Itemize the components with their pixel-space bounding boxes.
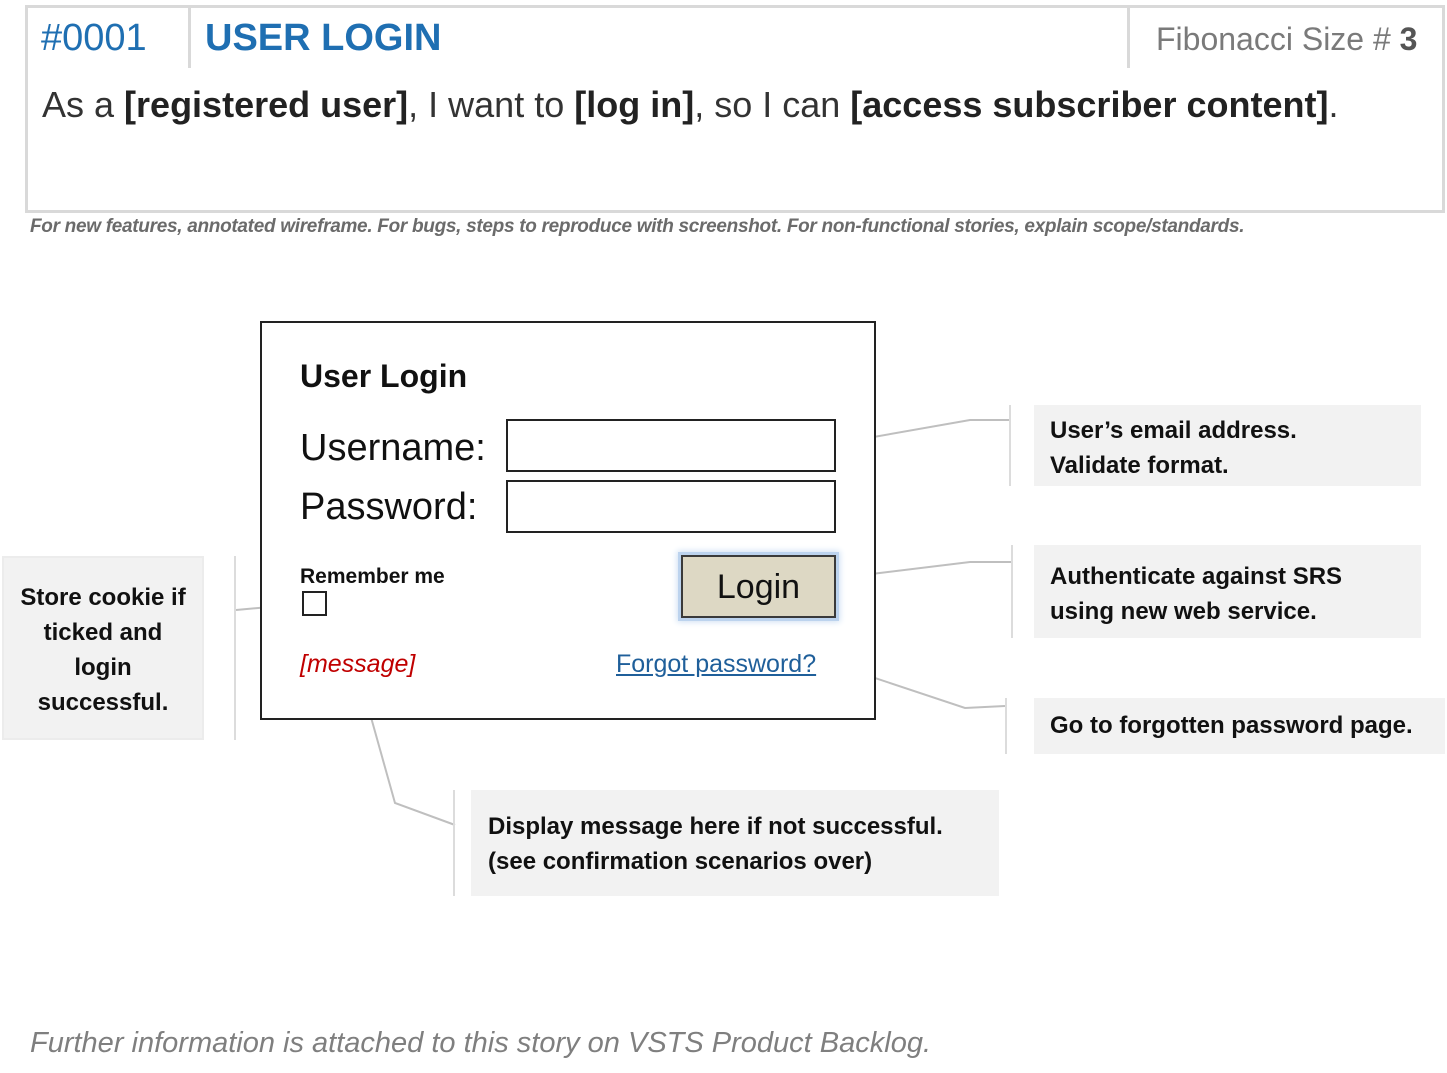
footer-note: Further information is attached to this … (30, 1027, 932, 1059)
callout-bracket (1011, 545, 1013, 638)
story-text-part: , so I can (694, 84, 851, 125)
annotation-line: Validate format. (1050, 452, 1229, 479)
annotation-line: successful. (37, 689, 169, 716)
username-input[interactable] (506, 419, 836, 472)
fibonacci-size: Fibonacci Size # 3 (1127, 5, 1445, 71)
story-id: #0001 (25, 5, 191, 71)
fibonacci-value: 3 (1399, 21, 1418, 57)
story-text-part: . (1328, 84, 1339, 125)
username-annotation: User’s email address. Validate format. (1034, 405, 1421, 486)
annotation-line: (see confirmation scenarios over) (488, 848, 873, 875)
connector-forgot (844, 667, 1006, 710)
callout-bracket (234, 556, 236, 740)
story-benefit: [access subscriber content] (850, 84, 1329, 125)
login-button[interactable]: Login (681, 555, 836, 618)
message-placeholder: [message] (300, 650, 416, 678)
callout-bracket (453, 790, 455, 896)
remember-me-label: Remember me (300, 565, 445, 588)
password-label: Password: (300, 486, 478, 528)
connector-username (844, 419, 1010, 443)
user-story-statement: As a [registered user], I want to [log i… (42, 84, 1338, 126)
story-title: USER LOGIN (205, 17, 442, 59)
annotation-line: Go to forgotten password page. (1050, 712, 1413, 739)
fibonacci-label: Fibonacci Size # (1156, 21, 1400, 57)
password-input[interactable] (506, 480, 836, 533)
story-text-part: As a (42, 84, 125, 125)
annotation-line: User’s email address. (1050, 417, 1297, 444)
connector-login (854, 561, 1012, 577)
annotation-line: ticked and (43, 619, 163, 646)
story-action: [log in] (574, 84, 695, 125)
login-annotation: Authenticate against SRS using new web s… (1034, 545, 1421, 638)
story-body (25, 68, 1445, 213)
annotation-line: Store cookie if (20, 584, 186, 611)
story-text-part: , I want to (408, 84, 575, 125)
forgot-password-annotation: Go to forgotten password page. (1034, 698, 1445, 754)
annotation-line: login (74, 654, 132, 681)
callout-bracket (1005, 698, 1007, 754)
forgot-password-link[interactable]: Forgot password? (616, 650, 817, 678)
instructions-note: For new features, annotated wireframe. F… (30, 216, 1245, 237)
cookie-annotation: Store cookie if ticked and login success… (2, 556, 204, 740)
username-label: Username: (300, 427, 486, 469)
wireframe-title: User Login (300, 358, 468, 394)
annotation-line: Display message here if not successful. (488, 813, 943, 840)
message-annotation: Display message here if not successful. … (471, 790, 999, 896)
annotation-line: using new web service. (1050, 598, 1317, 625)
remember-me-checkbox[interactable] (302, 591, 327, 616)
callout-bracket (1009, 405, 1011, 486)
story-role: [registered user] (124, 84, 409, 125)
annotation-line: Authenticate against SRS (1050, 563, 1343, 590)
